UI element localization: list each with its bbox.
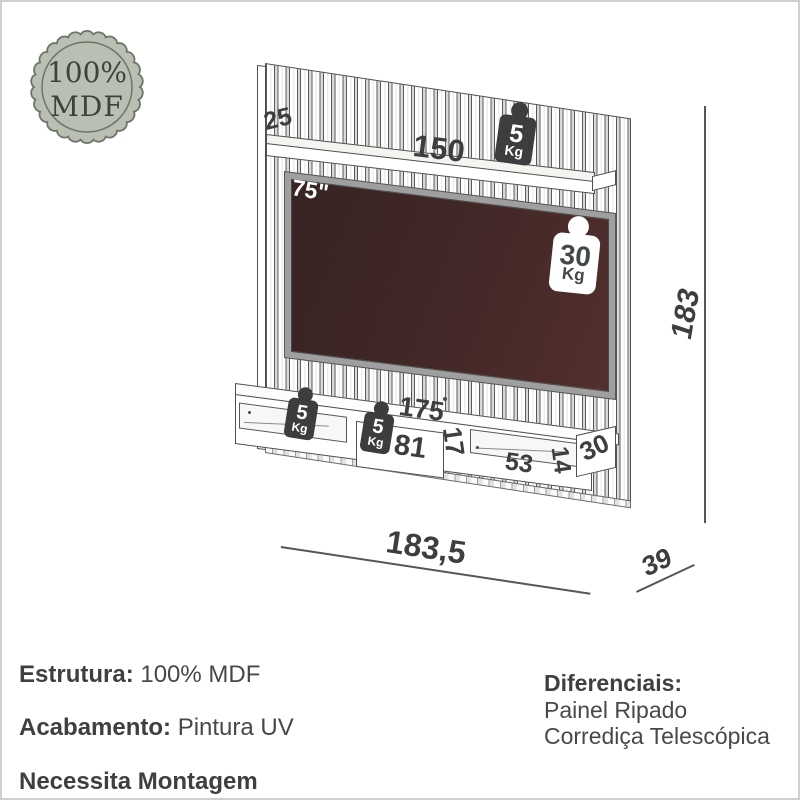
niche-height-label: 14: [545, 444, 577, 476]
niche-width-label: 53: [503, 447, 535, 479]
drawer-width-label: 81: [391, 428, 429, 466]
tv-size-label: 75": [290, 174, 331, 206]
shelf-pin-dot-right: [476, 446, 479, 449]
finish-spec: Acabamento: Pintura UV: [19, 714, 294, 742]
differentials-title: Diferenciais:: [544, 670, 683, 696]
finish-value: Pintura UV: [177, 714, 294, 741]
weight-unit: Kg: [503, 141, 525, 160]
structure-spec: Estrutura: 100% MDF: [19, 661, 260, 689]
weight-unit: Kg: [290, 419, 309, 436]
differential-item: Painel Ripado: [544, 696, 688, 723]
structure-value: 100% MDF: [140, 661, 261, 688]
badge-material: MDF: [50, 90, 124, 123]
differentials-block: Diferenciais: Painel Ripado Corrediça Te…: [544, 670, 770, 750]
mdf-badge: 100% MDF: [24, 24, 150, 150]
weight-30kg-tv-icon: 30 Kg: [548, 214, 603, 296]
console-width-label: 175: [397, 391, 447, 427]
height-dimension-line: [704, 106, 706, 523]
weight-unit: Kg: [366, 433, 385, 450]
total-height-label: 183: [665, 283, 706, 344]
total-depth-label: 39: [638, 541, 676, 583]
finish-label: Acabamento:: [19, 714, 172, 741]
differential-item: Corrediça Telescópica: [544, 723, 770, 749]
assembly-note: Necessita Montagem: [19, 768, 258, 795]
shelf-width-label: 150: [411, 127, 467, 170]
shelf-pin-dot-left: [248, 411, 251, 414]
console-height-label: 17: [437, 425, 471, 458]
badge-percent: 100%: [46, 56, 128, 89]
scalloped-seal-icon: [30, 30, 144, 144]
structure-label: Estrutura:: [19, 661, 134, 688]
cable-hole-dot: [443, 397, 447, 401]
weight-unit: Kg: [561, 264, 586, 286]
